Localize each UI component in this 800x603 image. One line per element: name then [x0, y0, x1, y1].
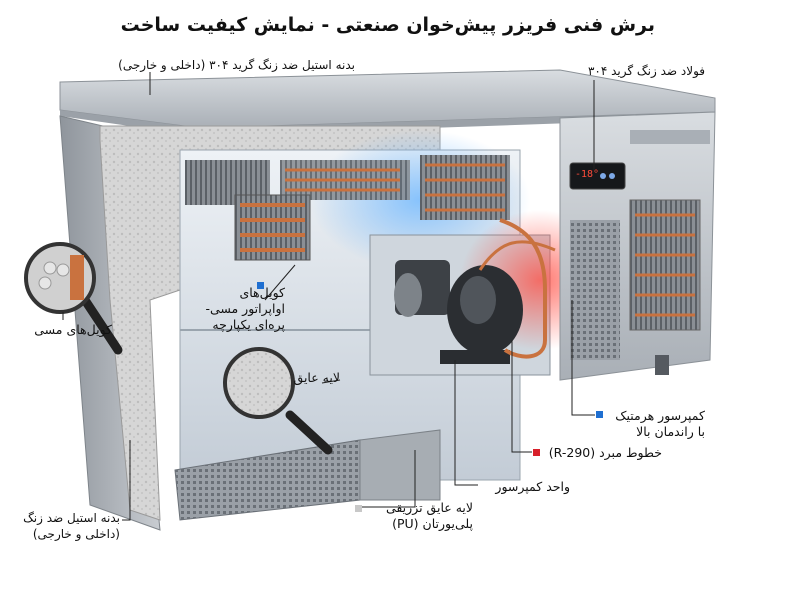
label-pu-foam: لایه عایق تزریقی پلی‌یورتان (PU)	[385, 500, 473, 531]
compressor	[394, 260, 523, 364]
label-hermetic-compressor: کمپرسور هرمتیک با راندمان بالا	[615, 408, 705, 439]
temperature-controller	[569, 162, 626, 190]
refrigerant-lines	[478, 218, 556, 359]
label-markers	[257, 282, 603, 512]
label-refrigerant-lines: خطوط مبرد (R-290)	[548, 445, 662, 460]
label-copper-coils: کویل‌های مسی	[34, 322, 112, 337]
outer-right-section	[559, 111, 716, 381]
page-title: برش فنی فریزر پیش‌خوان صنعتی - نمایش کیف…	[120, 14, 655, 36]
controller-display: -18°	[575, 169, 600, 180]
label-evaporator-coils: کویل‌های اواپراتور مسی-پره‌ای یکپارچه	[205, 285, 285, 332]
label-insulation-layer: لایه عایق	[293, 370, 340, 385]
label-compressor-unit: واحد کمپرسور	[495, 479, 570, 494]
label-body-steel-top: بدنه استیل ضد زنگ گرید ۳۰۴ (داخلی و خارج…	[118, 58, 355, 72]
magnifier-insulation	[223, 347, 333, 455]
label-body-steel-bottom: بدنه استیل ضد زنگ (داخلی و خارجی)	[23, 511, 120, 541]
label-steel-304: فولاد ضد زنگ گرید ۳۰۴	[587, 64, 705, 78]
magnifier-copper-coils	[24, 242, 123, 355]
base-grille	[174, 429, 441, 521]
evaporator-coils-top	[185, 155, 510, 220]
leader-lines	[62, 72, 595, 521]
evaporator-coil-block	[234, 194, 311, 261]
